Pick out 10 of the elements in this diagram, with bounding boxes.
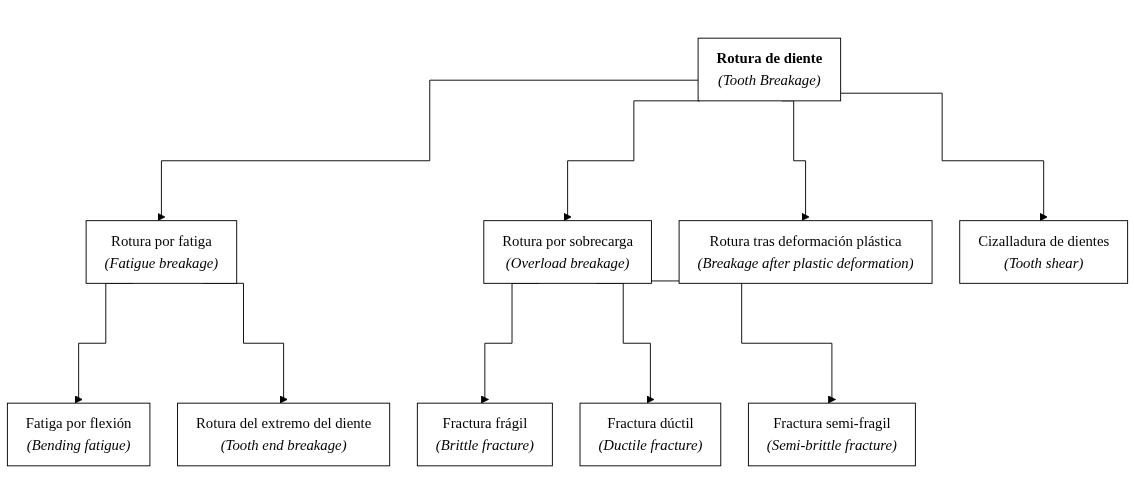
node-box: Fatiga por flexión (Bending fatigue)	[6, 402, 151, 467]
node-box: Fractura frágil (Brittle fracture)	[416, 402, 553, 467]
node-box: Rotura de diente (Tooth Breakage)	[697, 37, 842, 102]
node-box: Rotura por fatiga (Fatigue breakage)	[85, 220, 238, 284]
node-box: Rotura por sobrecarga (Overload breakage)	[483, 220, 652, 284]
node-box: Fractura dúctil (Ductile fracture)	[579, 402, 722, 467]
node-box: Cizalladura de dientes (Tooth shear)	[959, 220, 1129, 284]
node-box: Rotura del extremo del diente (Tooth end breakage)	[177, 402, 391, 467]
node-box: Fractura semi-fragil (Semi-brittle fracture)	[747, 402, 916, 467]
node-box: Rotura tras deformación plástica (Breakage after plastic deformation)	[678, 220, 933, 284]
